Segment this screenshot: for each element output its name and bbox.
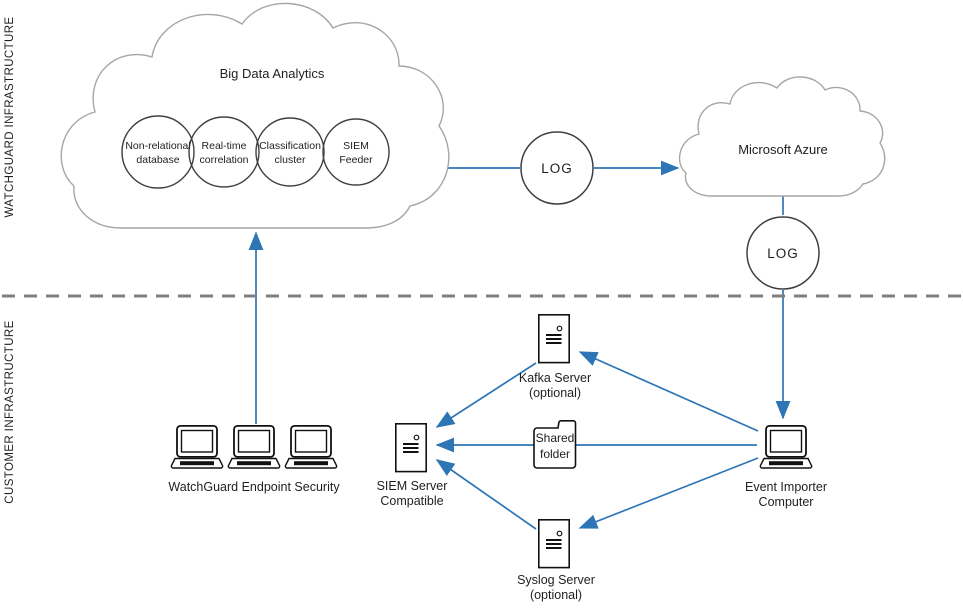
kafka-server-icon — [537, 313, 571, 364]
shared-folder-label: folder — [540, 447, 570, 461]
node-label: cluster — [275, 154, 306, 166]
arrow-event-importer-to-syslog — [578, 457, 759, 529]
siem-server-label: SIEM Server — [377, 479, 448, 493]
arrow-kafka-to-siem — [435, 362, 537, 428]
node-label: Non-relational — [125, 140, 190, 152]
azure-cloud — [678, 76, 886, 197]
laptop-icon — [227, 424, 281, 469]
node-label: database — [136, 154, 179, 166]
siem-server-label: Compatible — [380, 494, 443, 508]
log-badge-label: LOG — [541, 161, 573, 176]
watchguard-infrastructure-zone-label: WATCHGUARD INFRASTRUCTURE — [4, 16, 16, 218]
node-classification-cluster — [255, 117, 325, 187]
log-badge-below-azure — [746, 216, 820, 290]
node-label: Feeder — [339, 154, 373, 166]
big-data-cloud-title: Big Data Analytics — [220, 66, 325, 81]
syslog-server-label: Syslog Server — [517, 573, 595, 587]
customer-infrastructure-zone-label: CUSTOMER INFRASTRUCTURE — [4, 320, 16, 504]
laptop-icon — [284, 424, 338, 469]
siem-server-icon — [394, 422, 428, 473]
node-real-time-correlation — [188, 116, 260, 188]
log-badge-between-clouds — [520, 131, 594, 205]
event-importer-label: Computer — [759, 495, 814, 509]
event-importer-label: Event Importer — [745, 480, 827, 494]
node-label: Classification — [259, 140, 321, 152]
shared-folder-label: Shared — [536, 431, 575, 445]
arrow-syslog-to-siem — [435, 459, 537, 530]
endpoint-laptops-group — [170, 424, 338, 469]
syslog-server-label: (optional) — [530, 588, 582, 602]
node-label: SIEM — [343, 140, 369, 152]
big-data-cloud — [60, 2, 450, 229]
laptop-icon — [170, 424, 224, 469]
azure-cloud-title: Microsoft Azure — [738, 142, 828, 157]
node-non-relational-database — [121, 115, 195, 189]
node-label: Real-time — [202, 140, 247, 152]
node-siem-feeder — [322, 118, 390, 186]
log-badge-label: LOG — [767, 246, 799, 261]
kafka-server-label: (optional) — [529, 386, 581, 400]
endpoint-security-label: WatchGuard Endpoint Security — [168, 480, 340, 494]
arrow-event-importer-to-kafka — [578, 351, 759, 432]
node-label: correlation — [199, 154, 248, 166]
kafka-server-label: Kafka Server — [519, 371, 591, 385]
syslog-server-icon — [537, 518, 571, 569]
event-importer-icon — [759, 424, 813, 469]
